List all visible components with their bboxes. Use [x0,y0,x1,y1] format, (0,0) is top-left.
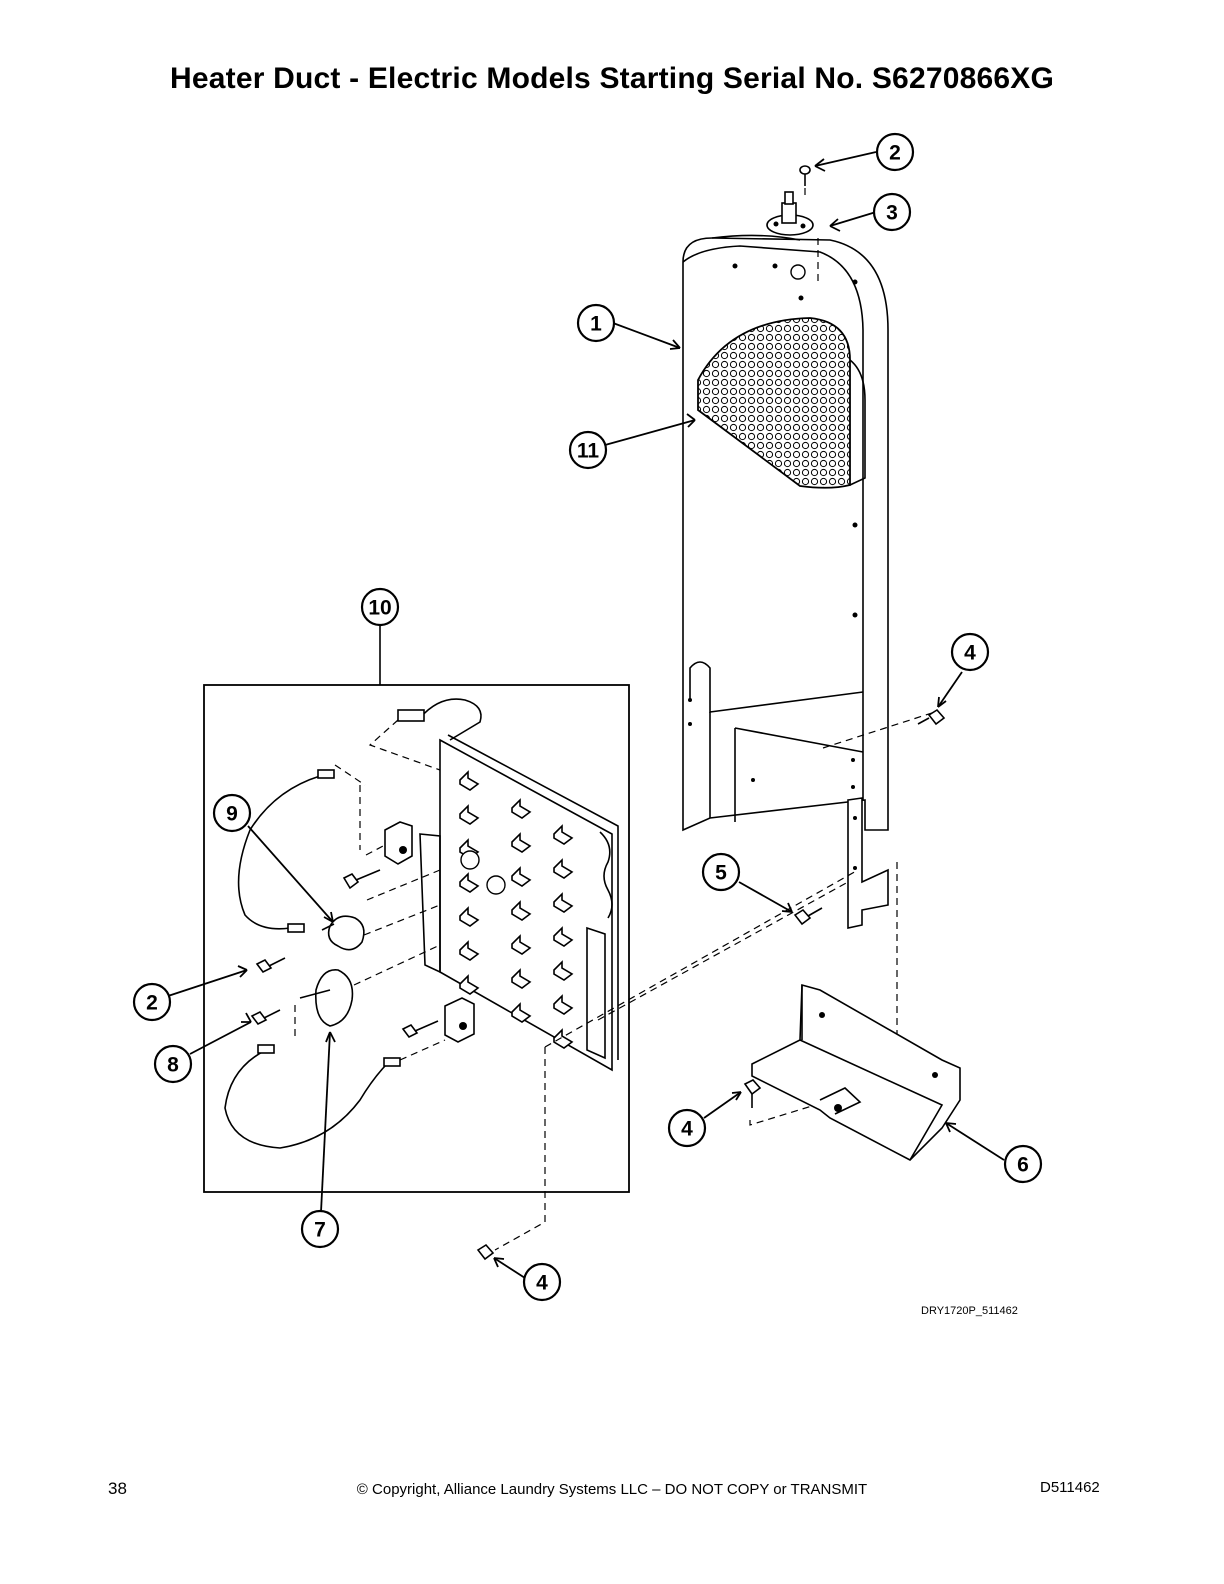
coil-clip [511,832,532,853]
callout-8: 8 [153,1044,193,1084]
screw-top [799,165,811,186]
svg-text:5: 5 [715,862,727,885]
callout-5: 5 [701,852,741,892]
drawing-reference: DRY1720P_511462 [921,1305,1018,1317]
heater-assembly-frame [203,684,630,1193]
coil-clip [511,968,532,989]
svg-text:2: 2 [146,992,158,1015]
coil-clip [553,926,574,947]
coil-clip [459,770,480,791]
terminal-block-lower [444,997,475,1043]
screws-left [250,869,439,1039]
svg-text:8: 8 [167,1054,179,1077]
svg-text:3: 3 [886,202,898,225]
svg-text:11: 11 [577,440,600,463]
heater-screen [697,317,866,489]
callout-7: 7 [300,1209,340,1249]
screw-right [917,708,946,726]
coil-clip [459,804,480,825]
svg-text:7: 7 [314,1219,326,1242]
screw-bracket [743,1079,762,1108]
copyright-notice: © Copyright, Alliance Laundry Systems LL… [356,1481,868,1498]
screw-5 [793,907,823,926]
coil-clip [511,934,532,955]
hi-limit-thermostat-top [766,191,814,236]
coil-clip [511,866,532,887]
svg-text:1: 1 [590,313,602,336]
svg-text:6: 6 [1017,1154,1029,1177]
callout-10: 10 [360,587,400,627]
svg-text:4: 4 [681,1118,693,1141]
svg-text:2: 2 [889,142,901,165]
svg-text:10: 10 [368,597,391,620]
callout-11: 11 [568,430,608,470]
coil-clip [459,872,480,893]
callout-1: 1 [576,303,616,343]
callout-2: 2 [132,982,172,1022]
coil-clip [553,960,574,981]
coil-clip [511,1002,532,1023]
coil-clip [459,940,480,961]
coil-clip [553,892,574,913]
callout-2: 2 [875,132,915,172]
thermostat-9 [237,769,365,951]
thermal-fuse-7 [224,969,401,1149]
duct-bracket [751,983,961,1161]
callout-6: 6 [1003,1144,1043,1184]
coil-clip [511,798,532,819]
callout-4: 4 [667,1108,707,1148]
coil-clip [553,994,574,1015]
heater-coils [599,831,613,919]
svg-text:4: 4 [536,1272,548,1295]
screw-bottom [476,1243,495,1261]
document-number: D511462 [1040,1479,1100,1496]
terminal-block-upper [384,821,413,865]
coil-clip [459,974,480,995]
leader-arrows [167,151,1005,1279]
svg-text:9: 9 [226,803,238,826]
coil-clip [459,906,480,927]
coil-clip [511,900,532,921]
callout-9: 9 [212,793,252,833]
coil-clip [553,858,574,879]
callout-3: 3 [872,192,912,232]
coil-clip [553,824,574,845]
svg-text:4: 4 [964,642,976,665]
coil-clip [553,1028,574,1049]
page-title: Heater Duct - Electric Models Starting S… [170,62,1054,95]
heater-element-plate [419,734,619,1072]
page-number: 38 [108,1479,127,1498]
callout-4: 4 [950,632,990,672]
callout-4: 4 [522,1262,562,1302]
heater-coil-clips [459,770,574,1049]
